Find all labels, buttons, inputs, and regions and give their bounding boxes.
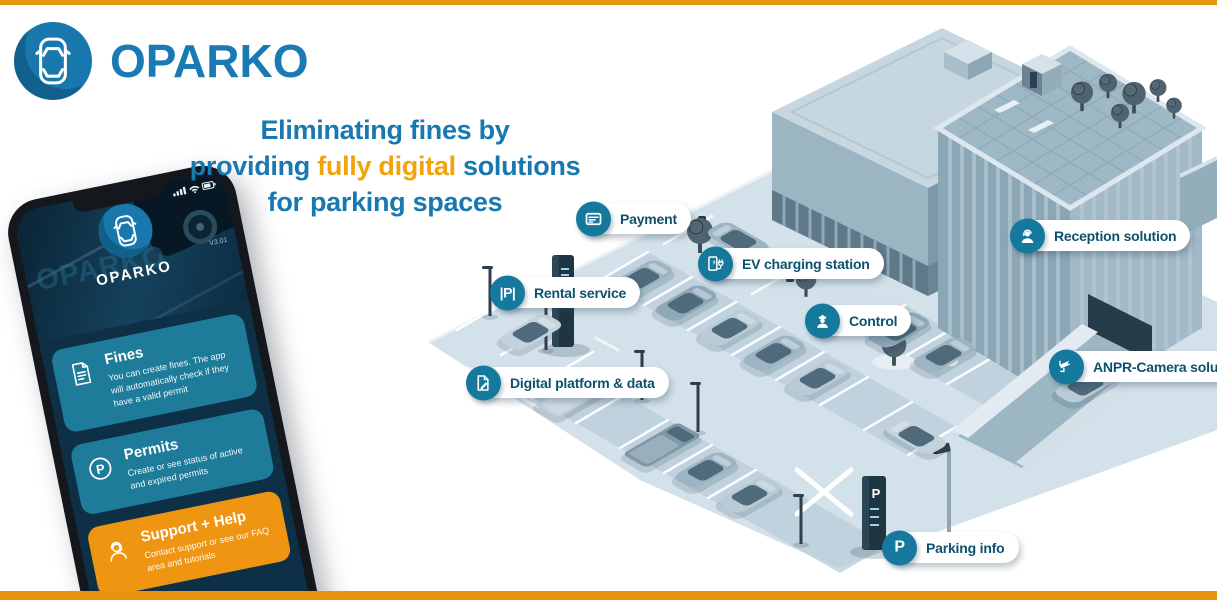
brand-name: OPARKO bbox=[110, 35, 309, 87]
svg-text:P: P bbox=[95, 461, 107, 477]
tagline-highlight: fully digital bbox=[317, 151, 456, 181]
callout-label: Parking info bbox=[926, 539, 1005, 556]
phone-screen: OPARKO OPARKO V3.01 Fines bbox=[12, 170, 319, 600]
callout-label: Payment bbox=[620, 210, 677, 227]
bottom-accent-bar bbox=[0, 591, 1217, 600]
battery-icon bbox=[201, 181, 216, 190]
tagline-line1: Eliminating fines by bbox=[260, 115, 510, 145]
callout-digital-platform[interactable]: Digital platform & data bbox=[466, 365, 669, 400]
payment-terminal-icon bbox=[576, 201, 611, 236]
callout-label: ANPR-Camera solution bbox=[1093, 358, 1217, 375]
tagline-line2: providing fully digital solutions bbox=[189, 151, 581, 181]
brand-logo: OPARKO bbox=[14, 22, 309, 100]
tagline-line3: for parking spaces bbox=[267, 187, 503, 217]
wifi-icon bbox=[189, 185, 200, 194]
ev-charger-icon bbox=[698, 246, 733, 281]
parking-officer-icon bbox=[805, 303, 840, 338]
kiosk-p-glyph: P bbox=[872, 486, 881, 501]
phone-mockup: OPARKO OPARKO V3.01 Fines bbox=[2, 159, 329, 600]
callout-parking-info[interactable]: P Parking info bbox=[882, 530, 1019, 565]
support-agent-icon bbox=[100, 531, 139, 583]
callout-label: Rental service bbox=[534, 284, 627, 301]
card-fines: Fines You can create fines. The app will… bbox=[49, 312, 259, 434]
callout-label: Reception solution bbox=[1054, 227, 1177, 244]
rental-p-icon: |P| bbox=[490, 275, 525, 310]
top-accent-bar bbox=[0, 0, 1217, 5]
side-building bbox=[1179, 156, 1217, 236]
fines-document-icon bbox=[64, 354, 105, 419]
tagline: Eliminating fines by providing fully dig… bbox=[150, 112, 620, 220]
callout-label: EV charging station bbox=[742, 255, 870, 272]
card-permits: P Permits Create or see status of active… bbox=[69, 407, 276, 517]
cctv-camera-icon bbox=[1049, 349, 1084, 384]
office-building bbox=[772, 28, 1207, 408]
callout-reception[interactable]: Reception solution bbox=[1010, 218, 1191, 253]
signal-icon bbox=[173, 186, 187, 197]
callout-ev-charging[interactable]: EV charging station bbox=[698, 246, 884, 281]
callout-label: Control bbox=[849, 312, 898, 329]
callout-payment[interactable]: Payment bbox=[576, 201, 691, 236]
parking-p-icon: P bbox=[882, 530, 917, 565]
card-support: Support + Help Contact support or see ou… bbox=[86, 489, 293, 599]
document-pen-icon bbox=[466, 365, 501, 400]
trees bbox=[687, 218, 916, 370]
permit-circle-p-icon: P bbox=[83, 449, 122, 501]
callout-label: Digital platform & data bbox=[510, 374, 655, 391]
status-bar bbox=[171, 176, 218, 202]
callout-control[interactable]: Control bbox=[805, 303, 912, 338]
callout-anpr-camera[interactable]: ANPR-Camera solution bbox=[1049, 349, 1217, 384]
car-top-view-icon bbox=[14, 22, 92, 100]
no-parking-cross bbox=[794, 467, 854, 517]
callout-rental-service[interactable]: |P| Rental service bbox=[490, 275, 641, 310]
receptionist-headset-icon bbox=[1010, 218, 1045, 253]
